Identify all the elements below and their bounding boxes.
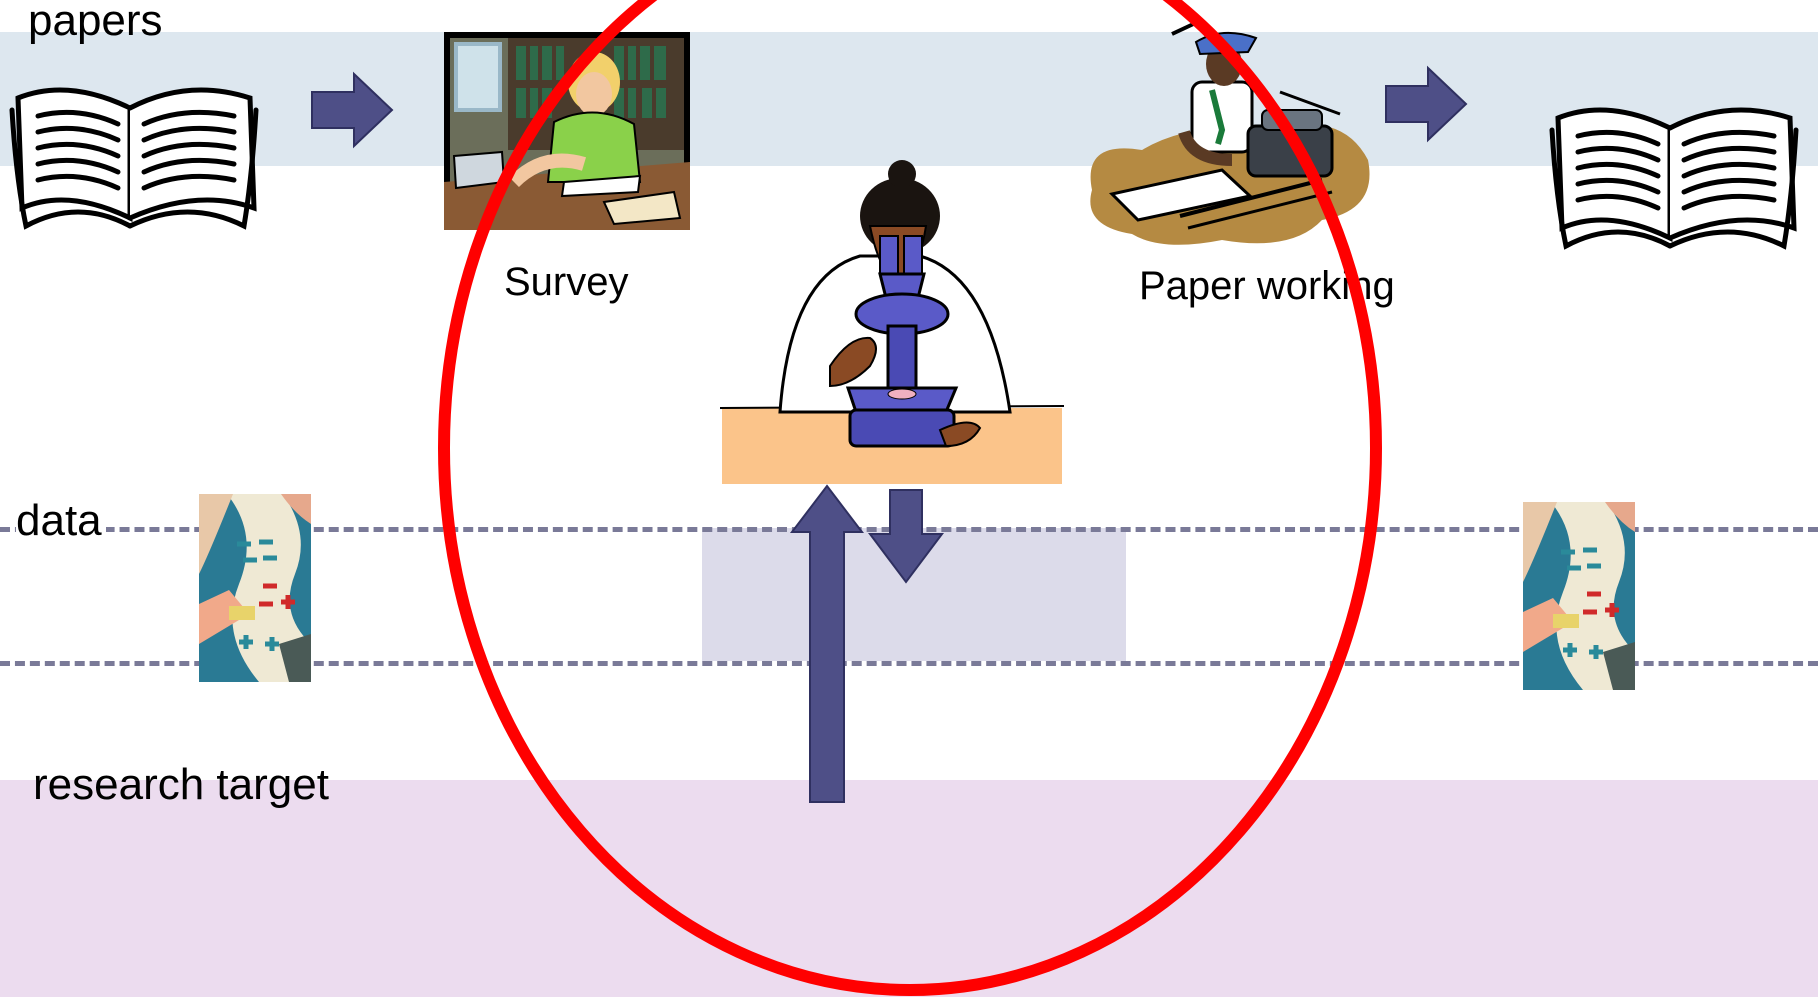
papers-band <box>0 32 1818 166</box>
paper-working-caption: Paper working <box>1139 264 1395 309</box>
open-book-icon <box>1548 78 1800 248</box>
data-label: data <box>16 496 106 546</box>
up-arrow-icon <box>790 484 864 804</box>
data-sheet-icon <box>199 494 311 682</box>
data-sheet-icon <box>1523 502 1635 690</box>
survey-caption: Survey <box>504 260 629 305</box>
scientist-microscope-clipart <box>720 166 1064 486</box>
down-arrow-icon <box>868 488 944 584</box>
papers-label: papers <box>28 0 163 46</box>
right-arrow-icon <box>1384 66 1468 142</box>
open-book-icon <box>8 58 260 228</box>
typewriter-writer-clipart <box>1072 20 1378 252</box>
research-target-band <box>0 780 1818 997</box>
right-arrow-icon <box>310 72 394 148</box>
survey-reading-clipart <box>444 32 690 230</box>
research-target-label: research target <box>33 760 329 810</box>
